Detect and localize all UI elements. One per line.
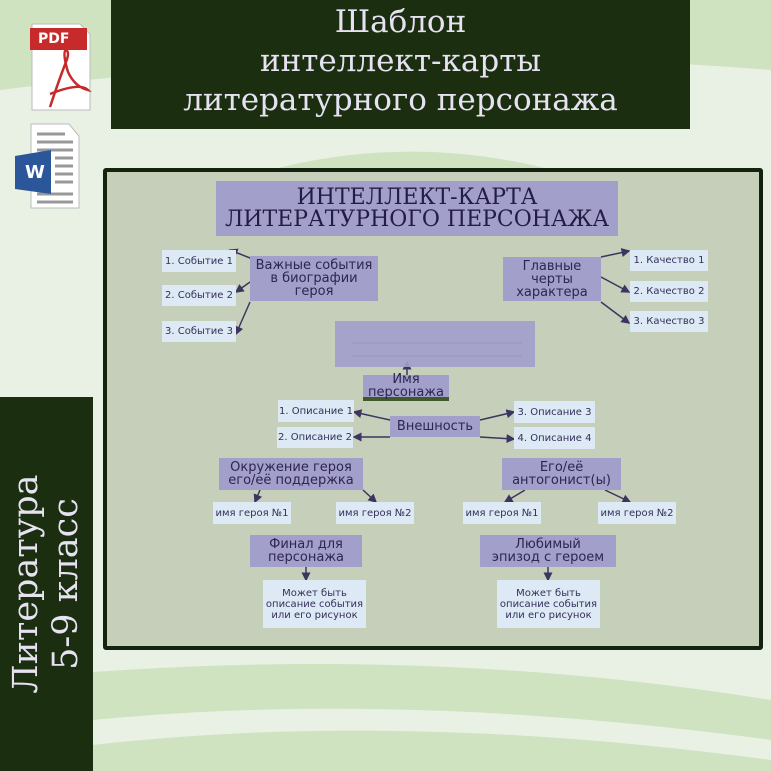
- hero-name-box: имя героя №2: [598, 502, 676, 524]
- node-text: Его/её: [539, 460, 584, 475]
- event-box: 3. Событие 3: [162, 321, 236, 342]
- hero-name-box: имя героя №2: [336, 502, 414, 524]
- pdf-label: PDF: [38, 31, 70, 47]
- node-text: персонажа: [268, 550, 344, 565]
- description-box: 3. Описание 3: [514, 401, 595, 423]
- map-header: ИНТЕЛЛЕКТ-КАРТА ЛИТЕРАТУРНОГО ПЕРСОНАЖА: [216, 181, 618, 236]
- description-box: 4. Описание 4: [514, 427, 595, 449]
- node-text: антогонист(ы): [512, 473, 611, 488]
- hero-name-box: имя героя №1: [463, 502, 541, 524]
- node-text: Главные черты: [522, 258, 582, 287]
- node-text: Окружение героя: [230, 460, 352, 475]
- mind-map-preview: [103, 168, 763, 650]
- description-box: 2. Описание 2: [277, 427, 353, 448]
- node-text: эпизод с героем: [491, 550, 605, 565]
- note-text: или его рисунок: [271, 609, 358, 621]
- event-box: 2. Событие 2: [162, 285, 236, 306]
- pdf-file-icon[interactable]: PDF: [30, 22, 92, 112]
- trait-box: 2. Качество 2: [630, 281, 708, 302]
- trait-box: 1. Качество 1: [630, 250, 708, 271]
- event-box: 1. Событие 1: [162, 250, 236, 272]
- node-text: в биографии: [270, 271, 358, 286]
- map-header-line: ИНТЕЛЛЕКТ-КАРТА: [296, 184, 538, 210]
- title-line: Шаблон: [334, 4, 467, 40]
- title-line: литературного персонажа: [183, 82, 618, 118]
- map-header-line: ЛИТЕРАТУРНОГО ПЕРСОНАЖА: [224, 206, 610, 232]
- trait-box: 3. Качество 3: [630, 311, 708, 332]
- note-text: Может быть: [516, 587, 581, 599]
- word-label: W: [25, 162, 45, 183]
- description-box: 1. Описание 1: [278, 400, 354, 422]
- node-text: героя: [294, 284, 334, 299]
- node-text: Важные события: [255, 258, 373, 273]
- note-text: описание события: [499, 598, 598, 610]
- note-text: описание события: [265, 598, 364, 610]
- node-text: Любимый: [515, 537, 581, 552]
- word-file-icon[interactable]: W: [15, 122, 95, 210]
- title-line: интеллект-карты: [259, 43, 542, 79]
- character-name-node: Имя персонажа: [363, 373, 449, 401]
- note-text: или его рисунок: [505, 609, 592, 621]
- page-title: Шаблон интеллект-карты литературного пер…: [111, 0, 690, 129]
- hero-name-box: имя героя №1: [213, 502, 291, 524]
- node-text: его/её поддержка: [228, 473, 354, 488]
- node-text: характера: [516, 284, 588, 300]
- appearance-node: Внешность: [390, 416, 480, 437]
- name-field-box: [335, 321, 535, 367]
- note-text: Может быть: [282, 587, 347, 599]
- node-text: Финал для: [269, 537, 343, 552]
